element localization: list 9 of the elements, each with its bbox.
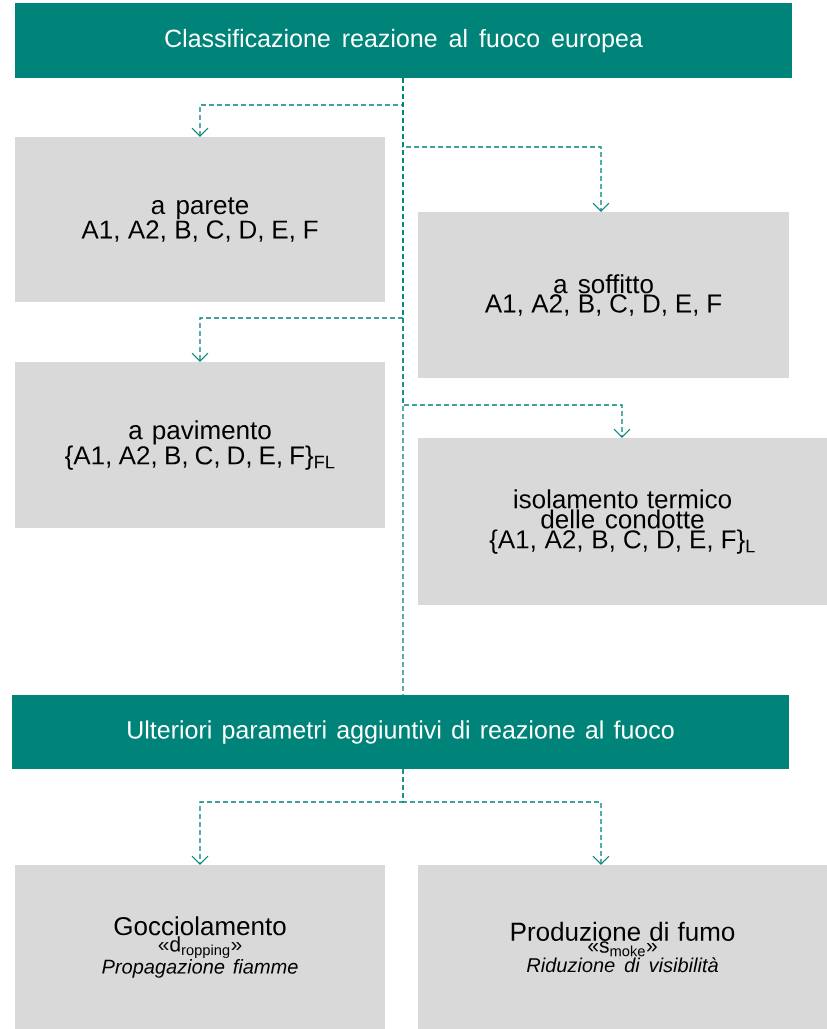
category-box: isolamento termico delle condotte {A1, A2, B, C, D, E, F}$_{L}$ <box>418 438 827 605</box>
connector-arrow <box>402 768 610 865</box>
category-box: Produzione di fumo «s$_{moke}$» Riduzione di visibilità <box>418 865 827 1029</box>
category-box: a soffitto A1, A2, B, C, D, E, F <box>418 212 789 378</box>
header-bar: Ulteriori parametri aggiuntivi di reazione al fuoco <box>12 695 789 769</box>
category-box: Gocciolamento «d$_{ropping}$» Propagazione fiamme <box>15 865 385 1029</box>
category-box: a pavimento {A1, A2, B, C, D, E, F}$_{FL}$ <box>15 362 385 528</box>
header-bar: Classificazione reazione al fuoco europea <box>15 3 792 78</box>
category-box: a parete A1, A2, B, C, D, E, F <box>15 137 385 302</box>
